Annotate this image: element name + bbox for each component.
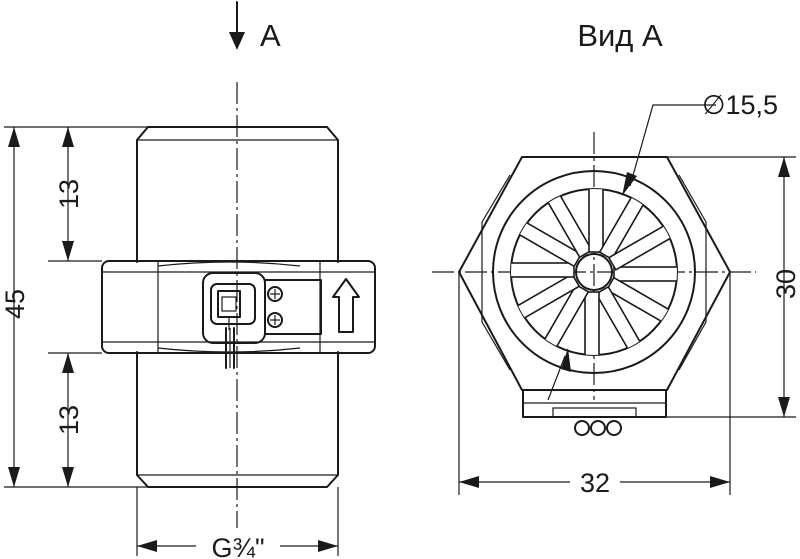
view-arrow-label: A	[260, 18, 281, 53]
view-direction-arrow	[229, 1, 245, 50]
view-title: Вид А	[577, 18, 663, 53]
dimension-housing-width: 32	[459, 466, 730, 498]
dimension-upper-thread-label: 13	[54, 179, 84, 209]
dimension-thread-size-label: G¾"	[211, 533, 264, 559]
flow-direction-arrow	[332, 278, 360, 333]
dimension-housing-width-label: 32	[580, 468, 610, 498]
dimension-housing-height: 30	[771, 157, 800, 417]
screw-terminals	[264, 279, 322, 335]
connector	[202, 272, 266, 369]
dimension-impeller-diameter: ∅15,5	[547, 90, 778, 401]
pipe-body	[136, 126, 339, 488]
sensor-collar	[101, 260, 376, 354]
dimension-lower-thread: 13	[54, 353, 84, 487]
side-view: A	[0, 1, 376, 559]
bottom-connector	[522, 389, 667, 436]
outer-ring	[492, 170, 696, 374]
dimension-upper-thread: 13	[54, 127, 84, 261]
dimension-lower-thread-label: 13	[54, 405, 84, 435]
dimension-housing-height-label: 30	[771, 269, 800, 299]
dimension-impeller-diameter-label: ∅15,5	[702, 90, 778, 120]
dimension-total-height: 45	[0, 127, 30, 487]
dimension-total-height-label: 45	[0, 289, 30, 319]
impeller-blades	[511, 189, 677, 355]
view-a: Вид А	[432, 18, 800, 498]
dimension-thread-size: G¾"	[137, 528, 338, 559]
impeller-hub	[575, 253, 613, 291]
